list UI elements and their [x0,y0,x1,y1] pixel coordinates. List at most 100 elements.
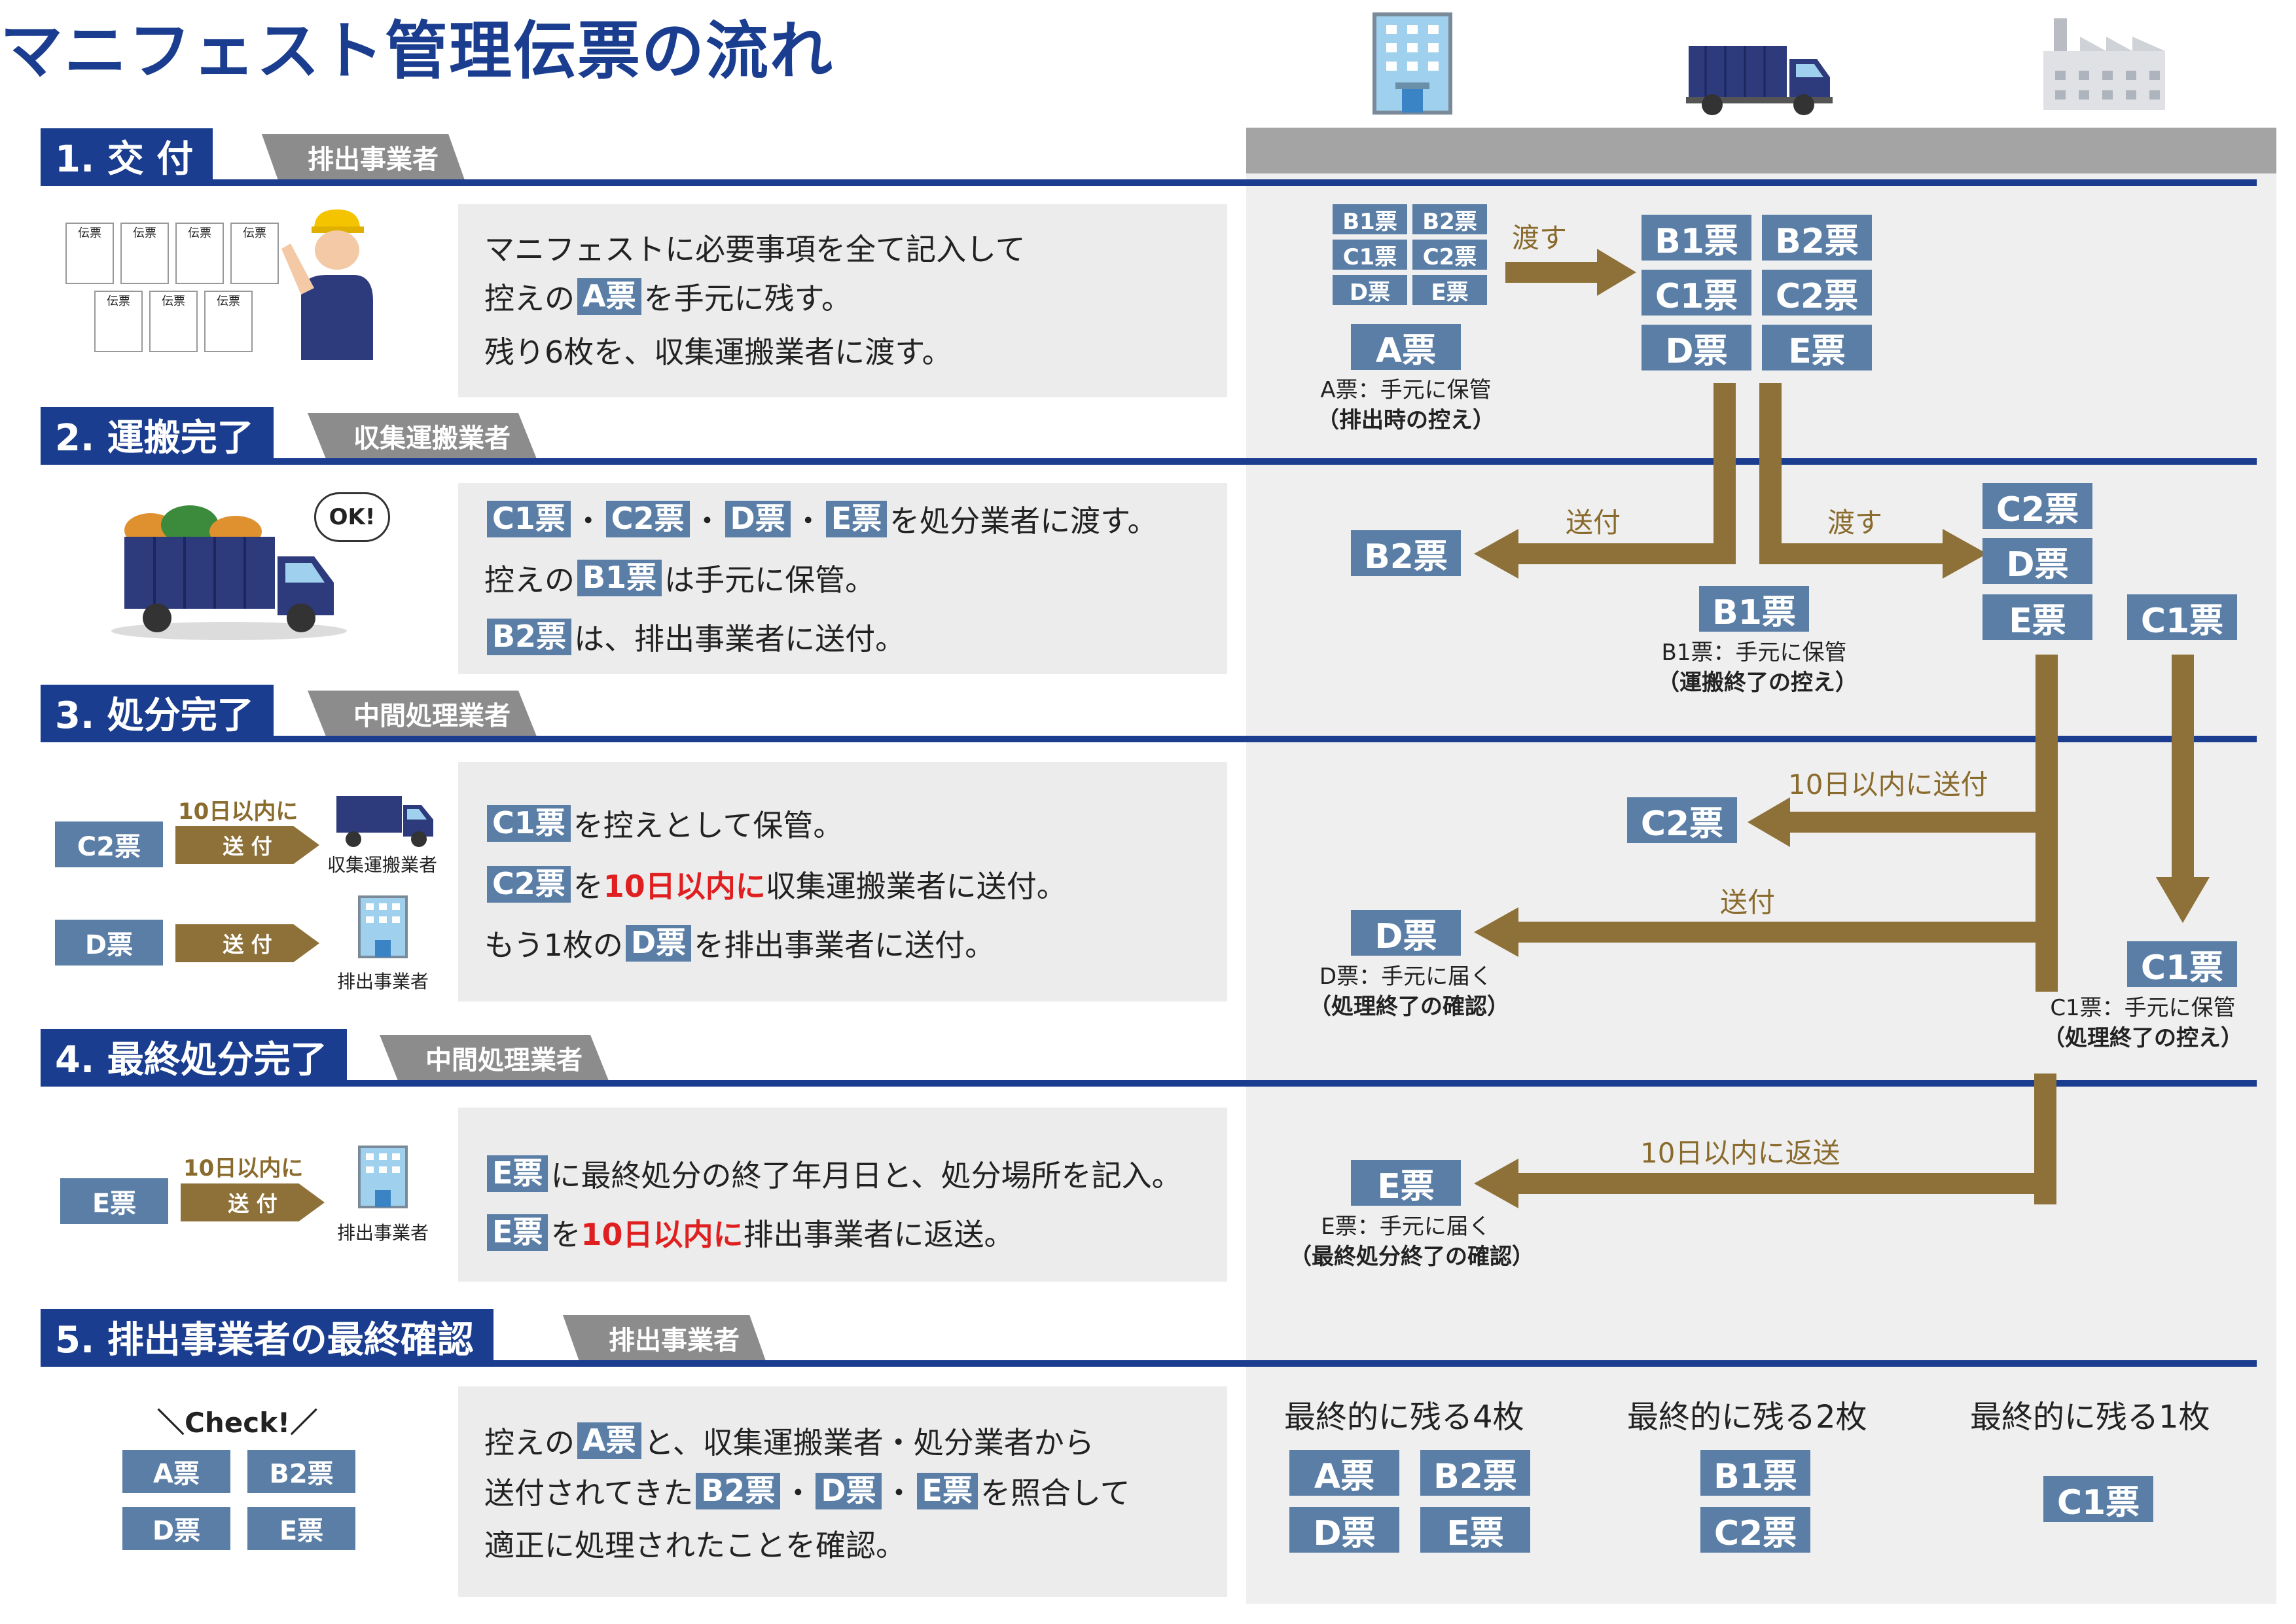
ticket-c2: C2票 [1982,483,2092,530]
ticket-e-chip: E票 [916,1473,978,1509]
s4-l2-suffix: 排出事業者に返送。 [743,1217,1014,1252]
ticket-e-note: E票：手元に届く （最終処分終了の確認） [1289,1212,1534,1272]
ticket-e: E票 [1351,1160,1461,1206]
hand-over-label: 渡す [1512,222,1568,254]
ticket-d: D票 [1982,538,2092,585]
s5-l1-suffix: と、収集運搬業者・処分業者から [643,1425,1094,1460]
send-label: 送付 [1566,507,1621,539]
s5-l1-prefix: 控えの [484,1425,575,1460]
ticket-d-chip: D票 [725,501,791,537]
section-4-description [458,1108,1227,1282]
ticket-a: A票 [122,1450,230,1493]
ticket-e-chip: E票 [487,1214,548,1251]
ticket-e-note-line-2: （最終処分終了の確認） [1289,1243,1534,1270]
ticket-c2: C2票 [55,821,163,867]
s2-l1-suffix: を処分業者に渡す。 [889,503,1158,539]
s3-l3-prefix: もう1枚の [484,928,623,963]
ticket-d: D票 [122,1507,230,1550]
within-10-days-emphasis: 10日以内に [603,869,766,904]
s3-line-1: C1票を控えとして保管。 [484,802,843,845]
s2-l3-suffix: は、排出事業者に送付。 [574,621,906,657]
s4-l1-suffix: に最終処分の終了年月日と、処分場所を記入。 [550,1158,1182,1193]
ticket-c2: C2票 [1700,1507,1810,1553]
s3-l3-suffix: を排出事業者に送付。 [694,928,996,963]
section-3-divider [41,736,2257,742]
page-title: マニフェスト管理伝票の流れ [0,14,834,88]
processor-column [1933,128,2276,1604]
within-10-days-label: 10日以内に [178,799,298,825]
ticket-c1-note-line-1: C1票：手元に保管 [2050,995,2236,1021]
dot-separator: ・ [884,1475,914,1511]
dot-separator: ・ [783,1475,814,1511]
s2-l2-suffix: は手元に保管。 [664,562,876,598]
within-10-days-label: 10日以内に [183,1155,304,1182]
ticket-b2: B2票 [247,1450,355,1493]
ticket-a-note: A票：手元に保管 （排出時の控え） [1316,376,1496,436]
processor-column-header [1933,128,2276,173]
ticket-c1: C1票 [2127,941,2237,988]
s1-line-3: 残り6枚を、収集運搬業者に渡す。 [484,334,952,370]
discharger-column-header [1246,128,1590,173]
transporter-column [1589,128,1933,1604]
worker-icon [281,209,373,360]
section-4-title: 4. 最終処分完了 [41,1029,347,1084]
s2-line-1: C1票・C2票・D票・E票を処分業者に渡す。 [484,497,1158,541]
s3-l2-suffix: 収集運搬業者に送付。 [765,869,1067,904]
s5-line-3: 適正に処理されたことを確認。 [484,1528,906,1563]
section-1-divider [41,179,2257,186]
s1-l2-suffix: を手元に残す。 [643,281,852,316]
ticket-e: E票 [247,1507,355,1550]
ticket-c1: C1票 [2043,1476,2153,1523]
slip-document: 伝票 [204,291,253,352]
section-2-title: 2. 運搬完了 [41,407,274,462]
ticket-e-chip: E票 [825,501,888,537]
section-3-description [458,762,1227,1001]
ticket-d-small: D票 [1333,275,1407,306]
building-icon [358,895,408,958]
ticket-a-note-line-2: （排出時の控え） [1317,406,1495,433]
ticket-d-note: D票：手元に届く （処理終了の確認） [1309,962,1509,1022]
truck-icon [1686,46,1833,115]
s3-l2-to: を [573,869,603,904]
section-2-actor: 収集運搬業者 [308,413,537,459]
ticket-b1-note-line-2: （運搬終了の控え） [1657,669,1857,696]
dot-separator: ・ [573,503,603,539]
ticket-e-note-line-1: E票：手元に届く [1321,1214,1491,1240]
ticket-b2: B2票 [1420,1450,1530,1496]
ticket-d: D票 [1641,325,1751,371]
ok-speech-bubble: OK! [314,492,390,542]
discharger-column [1246,128,1590,1604]
ticket-c1: C1票 [2127,594,2237,641]
dot-separator: ・ [692,503,723,539]
ticket-c1: C1票 [1641,270,1751,316]
s2-l2-prefix: 控えの [484,562,575,598]
discharger-caption: 排出事業者 [337,1222,429,1244]
section-5-title: 5. 排出事業者の最終確認 [41,1309,493,1364]
ticket-c1-chip: C1票 [487,501,571,537]
ticket-c2-chip: C2票 [487,866,571,903]
s2-line-3: B2票は、排出事業者に送付。 [484,615,905,659]
ticket-b1-chip: B1票 [577,560,662,596]
ticket-b1: B1票 [1641,215,1751,261]
slip-document: 伝票 [175,223,224,284]
section-2-divider [41,458,2257,465]
discharger-caption: 排出事業者 [337,971,429,992]
ticket-c2-chip: C2票 [605,501,690,537]
send-within-10-days-label: 10日以内に送付 [1788,768,1988,801]
ticket-b1: B1票 [1699,586,1809,632]
slip-document: 伝票 [149,291,198,352]
ticket-c2: C2票 [1627,797,1737,844]
ticket-c1-small: C1票 [1333,240,1407,270]
ticket-c2-small: C2票 [1412,240,1487,270]
final-processor-title: 最終的に残る1枚 [1970,1399,2210,1435]
ticket-b2-small: B2票 [1412,204,1487,235]
ticket-a-chip: A票 [577,1422,641,1459]
section-5-divider [41,1360,2257,1367]
section-4-divider [41,1080,2257,1087]
ticket-b1: B1票 [1700,1450,1810,1496]
